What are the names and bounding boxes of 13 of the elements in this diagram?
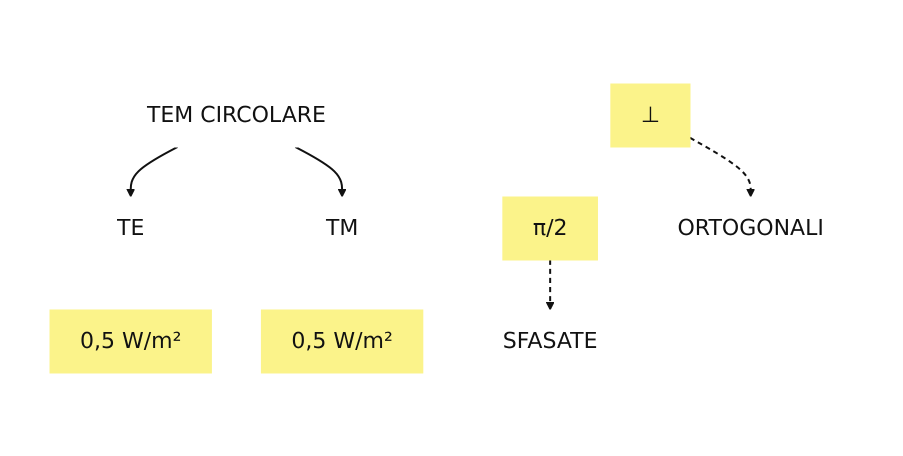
node-box: 0,5 W/m² (49, 309, 212, 373)
arrow (545, 260, 554, 310)
node-box: ⊥ (610, 83, 690, 147)
node-box: π/2 (502, 196, 598, 260)
node-text: TE (116, 215, 144, 240)
arrow (294, 146, 346, 197)
node-text: SFASATE (502, 328, 598, 354)
node-box: 0,5 W/m² (260, 309, 423, 373)
arrow (689, 136, 755, 197)
node-text: TEM CIRCOLARE (146, 102, 326, 128)
node-text: TM (325, 215, 358, 240)
node-text: ORTOGONALI (677, 215, 824, 240)
arrow (126, 146, 178, 197)
